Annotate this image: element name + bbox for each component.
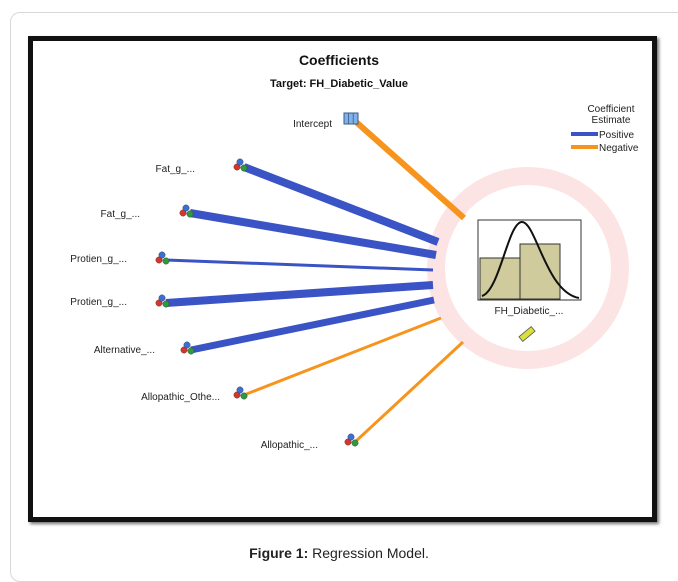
chart-title: Coefficients xyxy=(298,52,380,68)
legend: Coefficient Estimate Positive Negative xyxy=(571,104,639,154)
legend-title-line1: Coefficient xyxy=(587,104,634,115)
predictor-node-icon xyxy=(179,204,194,218)
figure-caption: Figure 1: Regression Model. xyxy=(0,545,678,561)
coefficient-line-1 xyxy=(353,118,466,221)
coefficient-line-8 xyxy=(353,340,465,444)
predictor-label-6: Alternative_... xyxy=(94,345,155,356)
predictor-node-icon xyxy=(155,294,170,308)
coefficient-line-2 xyxy=(242,163,440,246)
chart-subtitle: Target: FH_Diabetic_Value xyxy=(270,78,408,90)
caption-text: Regression Model. xyxy=(312,545,429,561)
predictor-label-4: Protien_g_... xyxy=(70,254,127,265)
predictor-node-icon xyxy=(233,158,248,172)
scale-icon xyxy=(518,325,536,343)
predictor-label-2: Fat_g_... xyxy=(156,164,195,175)
predictor-label-7: Allopathic_Othe... xyxy=(141,392,220,403)
predictor-node-icon xyxy=(233,386,248,400)
intercept-icon xyxy=(343,112,359,125)
predictor-node-icon xyxy=(344,433,359,447)
coefficient-line-6 xyxy=(190,296,435,354)
predictor-label-5: Protien_g_... xyxy=(70,297,127,308)
coefficient-line-4 xyxy=(165,258,434,272)
target-ring xyxy=(427,167,629,369)
predictor-label-3: Fat_g_... xyxy=(101,209,140,220)
legend-title-line2: Estimate xyxy=(592,115,631,126)
target-label: FH_Diabetic_... xyxy=(495,306,564,317)
coefficient-line-7 xyxy=(243,316,442,397)
coefficient-line-5 xyxy=(165,281,434,307)
predictor-node-icon xyxy=(155,251,170,265)
target-histogram xyxy=(477,219,582,301)
legend-label-negative: Negative xyxy=(599,143,639,154)
legend-label-positive: Positive xyxy=(599,130,634,141)
normal-curve xyxy=(481,220,580,299)
predictor-label-1: Intercept xyxy=(293,119,332,130)
histogram-bar-2 xyxy=(519,243,561,300)
caption-prefix: Figure 1: xyxy=(249,545,309,561)
predictor-node-icon xyxy=(180,341,195,355)
coefficient-lines xyxy=(165,118,466,444)
predictor-label-8: Allopathic_... xyxy=(261,440,318,451)
coefficient-line-3 xyxy=(189,209,437,259)
